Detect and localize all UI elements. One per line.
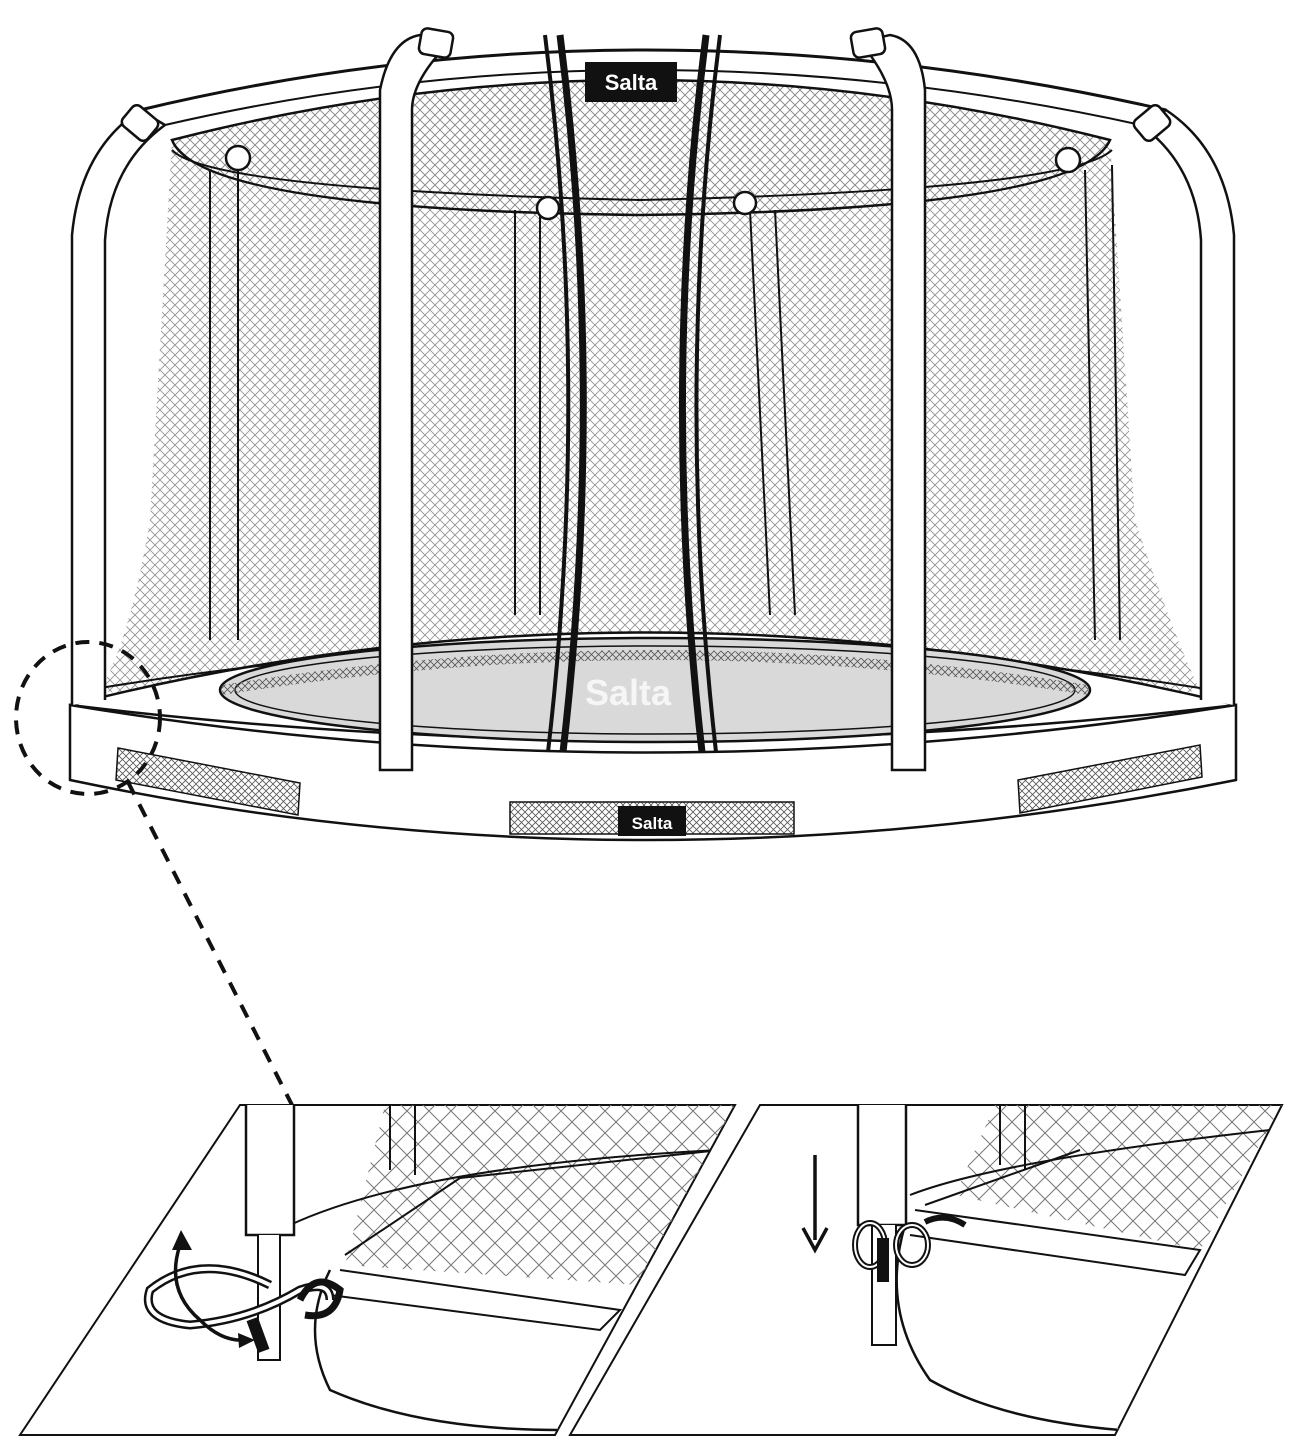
tightened-loop <box>852 1214 967 1282</box>
top-logo: Salta <box>585 62 677 102</box>
svg-text:Salta: Salta <box>605 70 658 95</box>
svg-text:Salta: Salta <box>632 814 673 833</box>
detail-callout-circle <box>14 640 162 796</box>
frame-side <box>68 703 1238 842</box>
frame-logo: Salta <box>618 806 686 836</box>
detail-leader-line <box>126 781 294 1106</box>
entrance-strip-right <box>694 34 722 753</box>
mat-logo: Salta <box>585 672 672 713</box>
entrance-strip-left <box>543 34 571 753</box>
detail-panel-step-1 <box>18 1104 737 1436</box>
side-panel-right <box>1017 744 1203 814</box>
side-panel-left <box>115 747 301 816</box>
down-arrow-icon <box>801 1155 829 1254</box>
rotate-arrow-icon <box>172 1230 255 1348</box>
trampoline-overview <box>68 27 1238 842</box>
front-pole-right <box>857 33 927 772</box>
detail-panel-step-2 <box>568 1104 1284 1436</box>
upper-rim <box>139 48 1167 112</box>
